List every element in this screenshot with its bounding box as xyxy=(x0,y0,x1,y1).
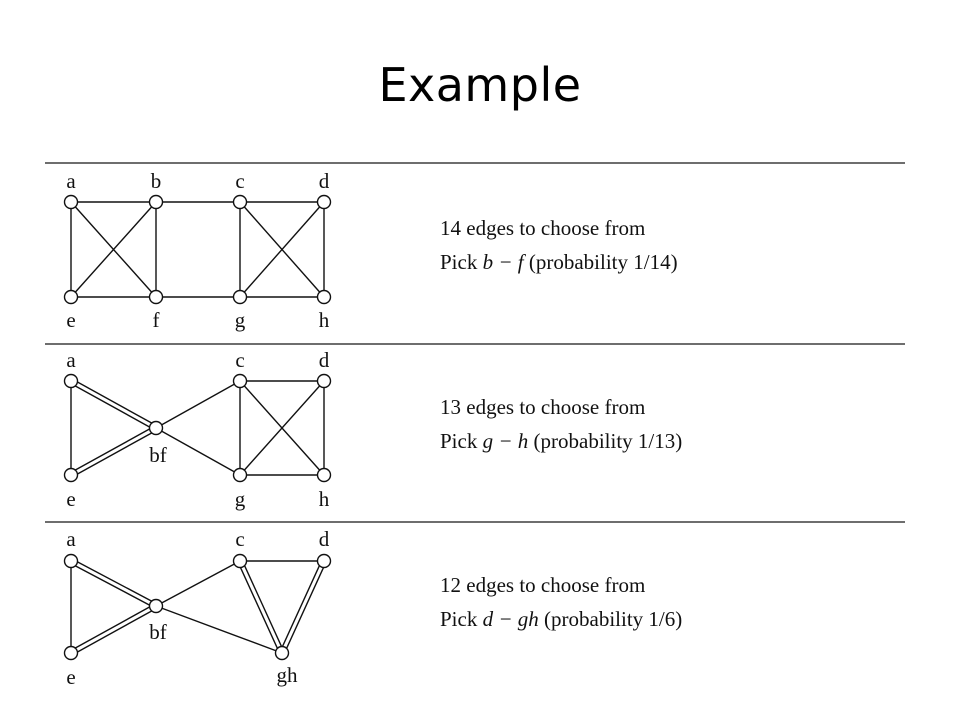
edge-a-bf xyxy=(69,562,156,609)
caption-step-1: 14 edges to choose from Pick b − f (prob… xyxy=(440,211,678,279)
node-label-g: g xyxy=(235,308,246,332)
graph-step-2: a bf c d e g h xyxy=(63,348,332,511)
caption-pick: Pick g − h (probability 1/13) xyxy=(440,424,682,458)
node-label-bf: bf xyxy=(149,620,167,644)
caption-edge-count: 13 edges to choose from xyxy=(440,395,646,419)
node-c xyxy=(232,194,248,210)
node-d xyxy=(316,194,332,210)
edge-bf-g xyxy=(155,427,241,476)
edge-e-bf xyxy=(71,607,158,656)
node-e xyxy=(63,645,79,661)
node-label-a: a xyxy=(66,348,76,372)
edge-d-gh xyxy=(283,561,327,655)
node-d xyxy=(316,553,332,569)
node-label-gh: gh xyxy=(277,663,299,687)
node-c xyxy=(232,373,248,389)
edge-c-gh xyxy=(241,559,285,653)
node-label-a: a xyxy=(66,169,76,193)
node-a xyxy=(63,194,79,210)
graph-step-1: a b c d e f g h xyxy=(63,169,332,332)
edge-d-g xyxy=(239,380,325,476)
node-gh xyxy=(274,645,290,661)
node-label-a: a xyxy=(66,527,76,551)
edge-a-bf xyxy=(69,382,156,431)
node-label-bf: bf xyxy=(149,443,167,467)
node-f xyxy=(148,289,164,305)
pick-prefix: Pick xyxy=(440,607,483,631)
edge-e-bf xyxy=(69,425,156,474)
node-label-d: d xyxy=(319,348,330,372)
edge-bf-c xyxy=(155,560,241,607)
edge-d-g xyxy=(239,201,325,298)
node-label-e: e xyxy=(66,308,75,332)
node-label-h: h xyxy=(319,308,330,332)
node-label-f: f xyxy=(153,308,160,332)
node-label-c: c xyxy=(235,348,244,372)
node-e xyxy=(63,467,79,483)
node-g xyxy=(232,467,248,483)
node-a xyxy=(63,553,79,569)
edge-bf-c xyxy=(155,380,241,429)
caption-pick: Pick d − gh (probability 1/6) xyxy=(440,602,682,636)
edge-a-bf xyxy=(71,558,158,605)
pick-probability: (probability 1/6) xyxy=(538,607,683,631)
pick-edge: g − h xyxy=(482,429,529,453)
node-e xyxy=(63,289,79,305)
edge-e-bf xyxy=(71,429,158,478)
node-b xyxy=(148,194,164,210)
node-d xyxy=(316,373,332,389)
edge-b-e xyxy=(70,201,157,298)
edge-bf-gh xyxy=(155,605,283,654)
edge-e-bf xyxy=(69,603,156,652)
node-g xyxy=(232,289,248,305)
node-bf xyxy=(148,598,164,614)
node-label-c: c xyxy=(235,527,244,551)
node-label-b: b xyxy=(151,169,162,193)
node-label-c: c xyxy=(235,169,244,193)
node-label-e: e xyxy=(66,487,75,511)
edge-a-bf xyxy=(71,378,158,427)
caption-pick: Pick b − f (probability 1/14) xyxy=(440,245,678,279)
graph-step-3: a bf c d e gh xyxy=(63,527,332,689)
caption-edge-count: 12 edges to choose from xyxy=(440,573,646,597)
node-c xyxy=(232,553,248,569)
caption-step-3: 12 edges to choose from Pick d − gh (pro… xyxy=(440,568,682,636)
node-label-d: d xyxy=(319,527,330,551)
caption-edge-count: 14 edges to choose from xyxy=(440,216,646,240)
edge-d-gh xyxy=(279,559,323,653)
node-label-h: h xyxy=(319,487,330,511)
caption-step-2: 13 edges to choose from Pick g − h (prob… xyxy=(440,390,682,458)
node-label-g: g xyxy=(235,487,246,511)
pick-probability: (probability 1/14) xyxy=(523,250,678,274)
node-h xyxy=(316,467,332,483)
pick-prefix: Pick xyxy=(440,429,483,453)
pick-edge: b − f xyxy=(482,250,524,274)
edge-c-gh xyxy=(237,561,281,655)
node-label-e: e xyxy=(66,665,75,689)
node-a xyxy=(63,373,79,389)
node-h xyxy=(316,289,332,305)
pick-prefix: Pick xyxy=(440,250,483,274)
node-bf xyxy=(148,420,164,436)
node-label-d: d xyxy=(319,169,330,193)
pick-probability: (probability 1/13) xyxy=(528,429,683,453)
slide-title: Example xyxy=(378,58,582,112)
pick-edge: d − gh xyxy=(482,607,539,631)
